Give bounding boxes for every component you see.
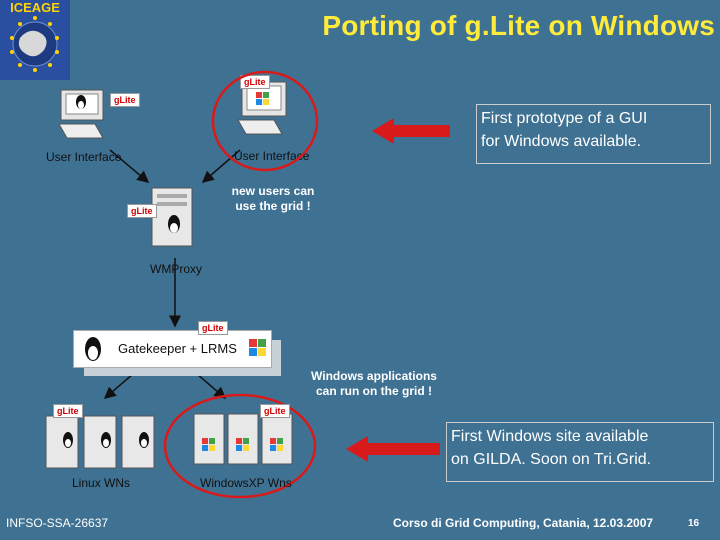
iceage-logo xyxy=(0,0,70,80)
linux-wns-label: Linux WNs xyxy=(72,476,131,490)
page-number: 16 xyxy=(688,518,700,529)
gatekeeper-box: Gatekeeper + LRMS xyxy=(73,330,272,368)
gatekeeper-label: Gatekeeper + LRMS xyxy=(118,341,237,356)
new-users-note: new users can use the grid ! xyxy=(231,184,315,213)
wmproxy-server xyxy=(151,187,193,247)
user-interface-left-label: User Interface xyxy=(46,150,122,164)
tux-icon xyxy=(85,337,101,361)
glite-badge: gLite xyxy=(110,93,140,107)
windowsxp-wns-servers xyxy=(193,413,293,465)
user-interface-right-label: User Interface xyxy=(234,149,310,163)
glite-badge: gLite xyxy=(127,204,157,218)
footer-project-code: INFSO-SSA-26637 xyxy=(6,516,109,530)
windows-apps-note: Windows applications can run on the grid… xyxy=(311,369,437,398)
red-arrow-left xyxy=(346,436,440,462)
windowsxp-wns-label: WindowsXP Wns xyxy=(200,476,292,490)
gui-callout: First prototype of a GUI for Windows ava… xyxy=(476,104,711,164)
footer-course: Corso di Grid Computing, Catania, 12.03.… xyxy=(393,516,654,530)
site-callout: First Windows site available on GILDA. S… xyxy=(446,422,714,482)
glite-badge: gLite xyxy=(260,404,290,418)
glite-badge: gLite xyxy=(198,321,228,335)
logo-text: ICEAGE xyxy=(10,0,60,15)
user-interface-left-pc xyxy=(58,89,104,139)
glite-badge: gLite xyxy=(240,75,270,89)
slide-title: Porting of g.Lite on Windows xyxy=(322,10,715,41)
wmproxy-label: WMProxy xyxy=(150,262,202,276)
glite-badge: gLite xyxy=(53,404,83,418)
windows-logo-icon xyxy=(249,339,266,356)
linux-wns-servers xyxy=(45,415,155,469)
red-arrow-left xyxy=(372,118,450,144)
